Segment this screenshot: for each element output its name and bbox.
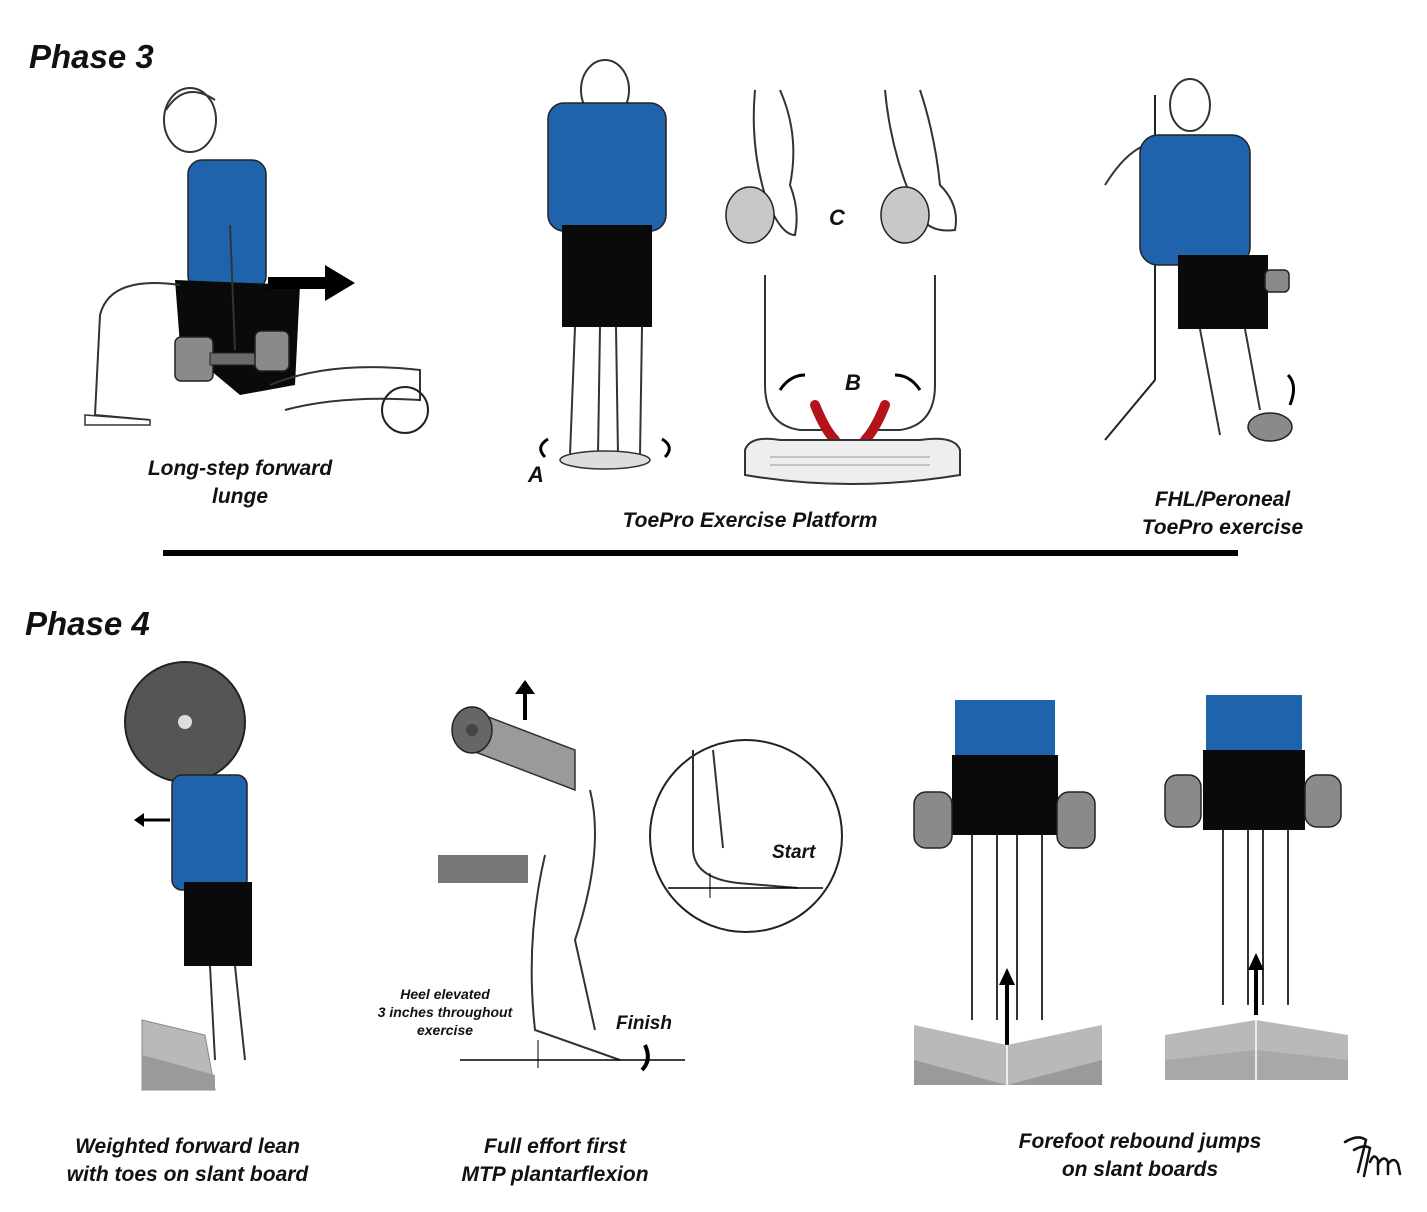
start-inset-illustration xyxy=(649,739,843,933)
toepro-standing-illustration xyxy=(539,59,671,470)
rebound-caption: Forefoot rebound jumps on slant boards xyxy=(1018,1130,1262,1181)
forward-lean-illustration xyxy=(124,661,252,1091)
toepro-detail-illustration xyxy=(725,89,961,485)
label-c: C xyxy=(829,205,845,230)
fhl-peroneal-illustration xyxy=(1104,78,1295,442)
phase-3-title: Phase 3 xyxy=(29,38,154,75)
label-b: B xyxy=(845,370,861,395)
fhl-caption: FHL/Peroneal ToePro exercise xyxy=(1141,488,1304,539)
start-label: Start xyxy=(772,842,816,863)
rebound-jump-left-illustration xyxy=(913,700,1102,1085)
forward-lean-caption: Weighted forward lean with toes on slant… xyxy=(66,1135,309,1186)
artist-signature xyxy=(1343,1136,1402,1178)
lunge-caption: Long-step forward lunge xyxy=(147,457,333,508)
phase-4-title: Phase 4 xyxy=(25,605,150,642)
toepro-caption: ToePro Exercise Platform xyxy=(622,509,878,532)
mtp-caption: Full effort first MTP plantarflexion xyxy=(461,1135,649,1186)
mtp-plantarflexion-illustration xyxy=(438,680,685,1072)
phase-divider xyxy=(163,550,1238,556)
heel-note: Heel elevated 3 inches throughout exerci… xyxy=(377,986,513,1038)
rebound-jump-right-illustration xyxy=(1164,695,1348,1080)
lunge-illustration xyxy=(84,87,429,434)
label-a: A xyxy=(528,462,544,487)
finish-label: Finish xyxy=(616,1013,672,1034)
